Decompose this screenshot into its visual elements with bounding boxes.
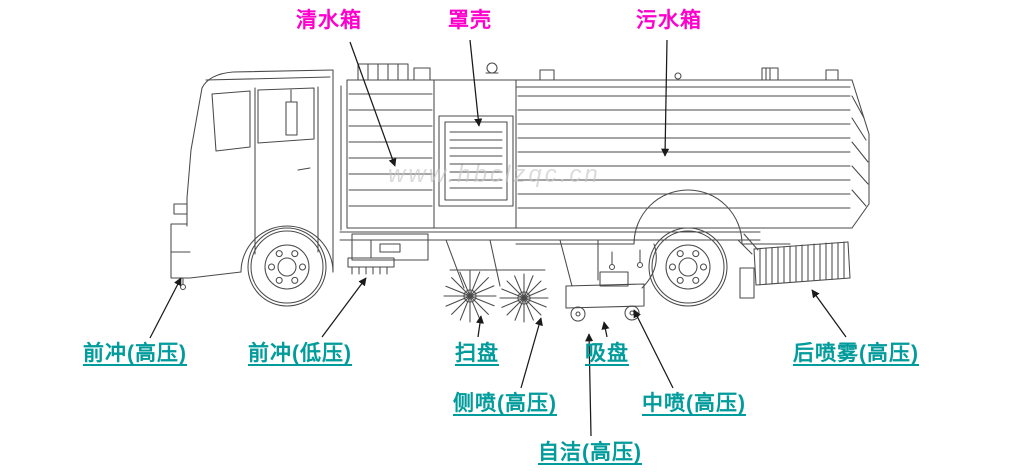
arrow-suction-plate	[601, 321, 610, 338]
front-wheel-arch	[240, 225, 334, 273]
arrow-cover-shell	[469, 39, 483, 127]
arrow-clean-water-tank	[349, 41, 397, 167]
mud-flap	[739, 267, 755, 299]
front-bumper	[170, 223, 191, 279]
sweep-brush-front	[443, 269, 497, 323]
suction-hose	[641, 243, 657, 289]
mid-spray-nozzle	[636, 261, 644, 269]
door-handle	[297, 167, 311, 171]
front-high-pressure-nozzle	[179, 283, 187, 291]
arrow-mid-spray-high	[633, 309, 674, 389]
arrow-front-flush-high	[149, 277, 182, 339]
label-self-clean-high-pressure: 自洁(高压)	[538, 441, 642, 464]
label-front-flush-low-pressure: 前冲(低压)	[248, 342, 352, 365]
vent-dome	[486, 62, 498, 74]
cab-side-window	[211, 90, 251, 152]
tank-top-fittings	[357, 62, 839, 81]
chassis-frame	[339, 189, 791, 299]
front-flush-nozzles	[179, 239, 395, 291]
arrow-self-clean-high	[585, 333, 594, 437]
watermark: www.hbclzqc.cn	[388, 161, 601, 188]
label-rear-spray-high-pressure: 后喷雾(高压)	[793, 342, 919, 365]
leader-arrows	[149, 39, 847, 437]
rear-spray-assembly	[737, 233, 851, 286]
sweep-brush-rear	[499, 273, 549, 323]
front-wheel	[247, 227, 327, 307]
label-clean-water-tank: 清水箱	[296, 9, 362, 32]
rear-wheel-arch	[633, 189, 743, 245]
suction-nozzle-assembly	[559, 239, 657, 322]
arrow-side-spray-high	[520, 317, 543, 389]
label-cover-shell: 罩壳	[448, 9, 492, 32]
side-mirror	[285, 101, 298, 136]
headlight	[173, 203, 188, 215]
front-low-pressure-bar	[347, 257, 395, 268]
label-mid-spray-high-pressure: 中喷(高压)	[642, 392, 746, 415]
arrow-front-flush-low	[321, 277, 367, 338]
arrow-rear-spray-high	[811, 289, 847, 338]
label-suction-plate: 吸盘	[585, 342, 629, 365]
toolbox	[351, 233, 429, 261]
arrow-sewage-tank	[661, 39, 670, 157]
sewage-tank-body	[433, 79, 870, 229]
sweep-brush-assembly	[443, 239, 549, 323]
label-sweep-disc: 扫盘	[455, 342, 499, 365]
cab-door-window	[257, 87, 315, 144]
arrow-sweep-disc	[475, 315, 484, 338]
label-front-flush-high-pressure: 前冲(高压)	[83, 342, 187, 365]
mid-spray-nozzle	[608, 263, 616, 271]
label-side-spray-high-pressure: 侧喷(高压)	[453, 392, 557, 415]
truck-cab	[170, 69, 342, 279]
label-sewage-tank: 污水箱	[636, 9, 702, 32]
